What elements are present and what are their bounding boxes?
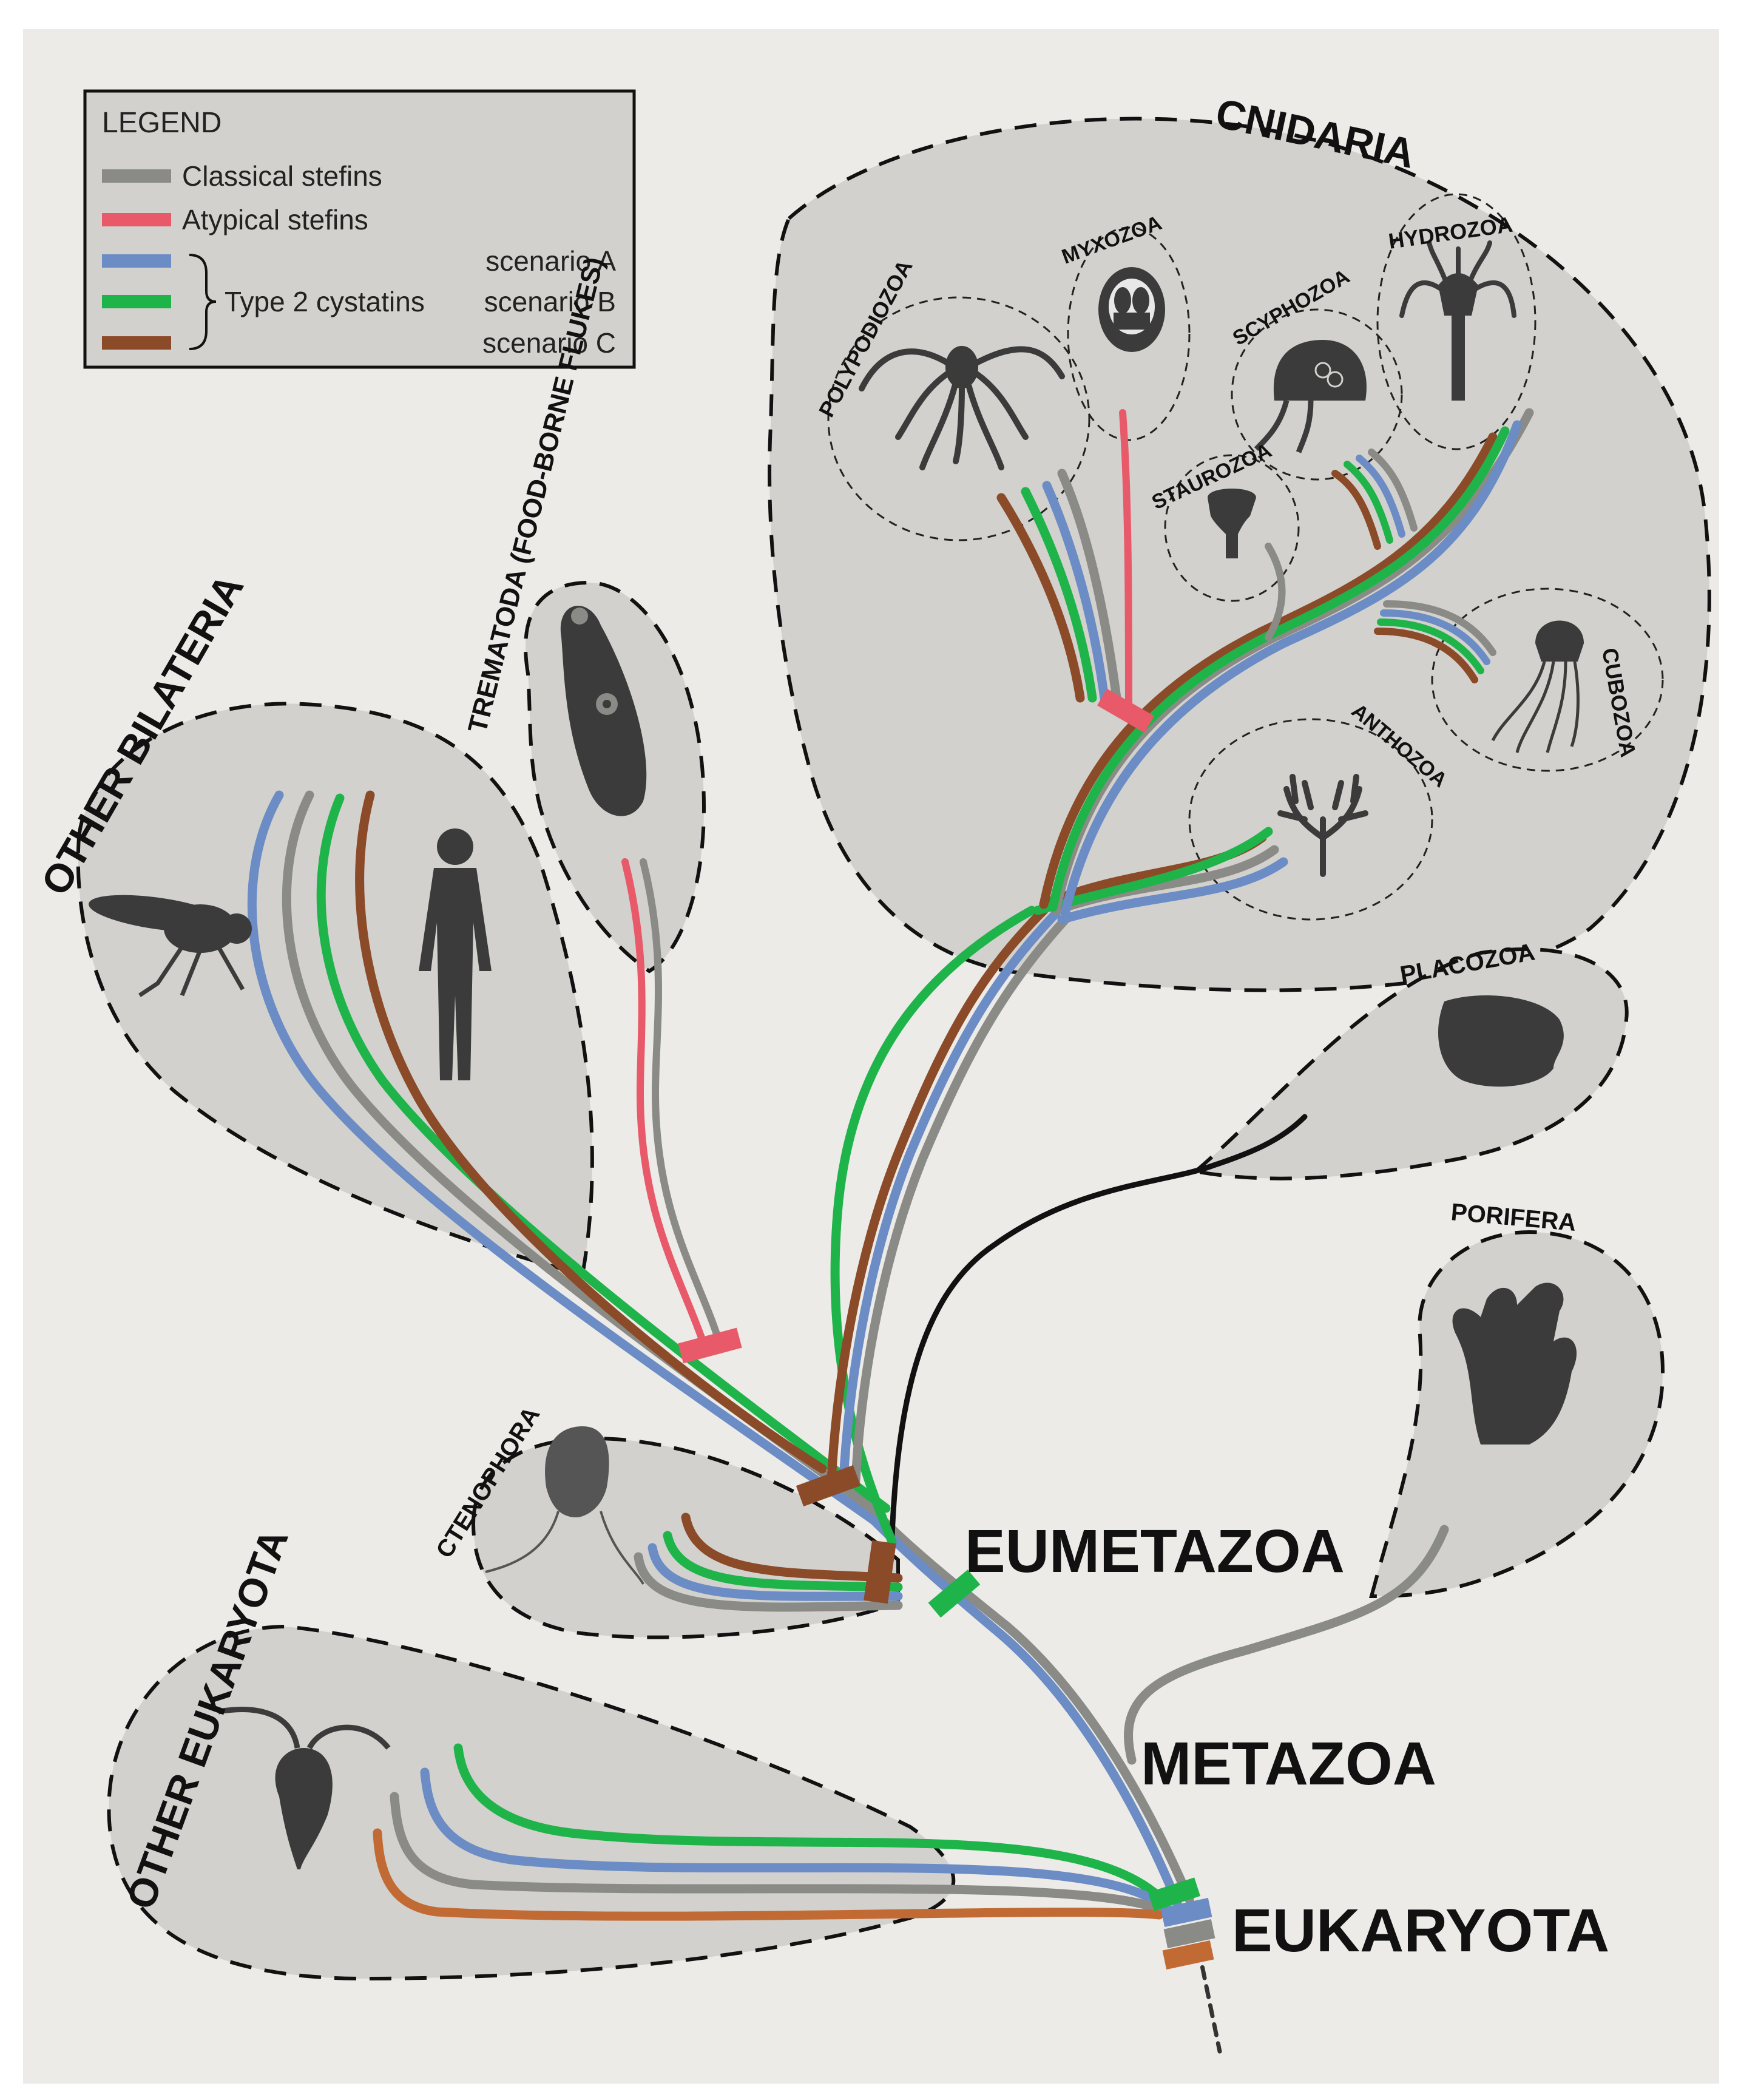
marker-cnidaria-c bbox=[796, 1465, 861, 1507]
marker-eukaryota-b bbox=[1148, 1877, 1200, 1911]
branch-bilateria-a bbox=[247, 790, 879, 1525]
fluke-icon bbox=[560, 605, 647, 816]
human-icon bbox=[419, 828, 492, 1080]
comb-jelly-icon bbox=[485, 1426, 644, 1585]
scyphozoa-outline bbox=[1231, 308, 1403, 481]
branch-scyphozoa-c bbox=[1331, 470, 1381, 550]
anthozoa-outline bbox=[1188, 718, 1433, 921]
branch-medusozoa-a bbox=[1060, 420, 1522, 918]
staurozoa-outline bbox=[1164, 454, 1300, 602]
branch-cnidaria-c bbox=[827, 906, 1049, 1486]
marker-ctenophora-c bbox=[864, 1540, 896, 1604]
branch-trematoda-classical bbox=[640, 858, 723, 1345]
stauromedusa-icon bbox=[1208, 489, 1256, 558]
box-jellyfish-icon bbox=[1491, 620, 1584, 753]
tree-branches bbox=[247, 408, 1534, 2054]
placozoa-icon bbox=[1438, 995, 1564, 1087]
polypodiozoa-outline bbox=[827, 296, 1090, 541]
root-branch bbox=[1196, 1946, 1222, 2054]
silhouettes bbox=[89, 240, 1584, 1869]
branch-polypodiozoa-b bbox=[1021, 487, 1097, 703]
branch-eukaryota-classical bbox=[390, 1792, 1164, 1914]
marker-eumetazoa-b bbox=[928, 1570, 981, 1618]
branch-scyphozoa-b bbox=[1344, 461, 1393, 544]
myxozoa-outline bbox=[1067, 226, 1191, 441]
branch-ctenophora-c bbox=[681, 1512, 903, 1583]
event-markers bbox=[678, 688, 1215, 1970]
legend-brace bbox=[189, 254, 217, 350]
cnidaria-subgroups bbox=[827, 193, 1664, 921]
branch-trematoda-atypical bbox=[621, 858, 708, 1348]
branch-eukaryota-a bbox=[420, 1767, 1164, 1908]
fly-icon bbox=[89, 895, 252, 997]
branch-anthozoa-a bbox=[1057, 857, 1288, 924]
branch-bilateria-c bbox=[355, 790, 827, 1474]
legend: LEGEND Classical stefins Atypical stefin… bbox=[83, 89, 636, 369]
branch-myxozoa-atypical bbox=[1119, 409, 1132, 720]
protist-icon bbox=[218, 1707, 391, 1869]
cubozoa-outline bbox=[1431, 588, 1664, 772]
node-eumetazoa: EUMETAZOA bbox=[965, 1517, 1345, 1585]
legend-label-scenario-a: scenario A bbox=[485, 245, 616, 277]
branch-staurozoa bbox=[1265, 543, 1286, 641]
branch-ctenophora-classical bbox=[634, 1552, 903, 1612]
hydrozoa-outline bbox=[1376, 193, 1536, 450]
branch-cubozoa-a bbox=[1380, 609, 1490, 665]
trunk-scenario-a bbox=[869, 1516, 1182, 1908]
legend-label-classical: Classical stefins bbox=[182, 160, 382, 192]
sponge-icon bbox=[1452, 1282, 1577, 1445]
branch-bilateria-b bbox=[316, 793, 891, 1513]
legend-label-type2: Type 2 cystatins bbox=[225, 286, 425, 317]
marker-myxozoa-atypical bbox=[1097, 688, 1154, 733]
legend-label-scenario-c: scenario C bbox=[482, 327, 616, 359]
legend-label-scenario-b: scenario B bbox=[484, 286, 616, 317]
branch-eukaryota-c bbox=[373, 1828, 1164, 1921]
jellyfish-icon bbox=[859, 346, 1065, 470]
branch-cnidaria-classical bbox=[851, 912, 1073, 1486]
node-metazoa: METAZOA bbox=[1141, 1730, 1436, 1798]
branch-polypodiozoa-classical bbox=[1057, 469, 1121, 703]
node-eukaryota: EUKARYOTA bbox=[1232, 1897, 1609, 1965]
branch-cubozoa-c bbox=[1374, 628, 1478, 683]
branch-eukaryota-b bbox=[453, 1743, 1164, 1902]
branch-scyphozoa-classical bbox=[1368, 449, 1418, 532]
branch-cnidaria-a bbox=[839, 909, 1061, 1486]
legend-box bbox=[83, 89, 636, 369]
marker-eukaryota-classical bbox=[1163, 1919, 1215, 1948]
hydroid-icon bbox=[1399, 240, 1516, 401]
branch-cnidaria-b bbox=[830, 906, 1036, 1546]
marker-eukaryota-a bbox=[1160, 1898, 1212, 1927]
legend-title: LEGEND bbox=[102, 107, 221, 139]
branch-medusozoa-c bbox=[1039, 432, 1498, 909]
legend-label-atypical: Atypical stefins bbox=[182, 204, 368, 235]
marker-trematoda-atypical bbox=[678, 1327, 742, 1364]
branch-ctenophora-b bbox=[663, 1531, 903, 1592]
marker-eukaryota-c bbox=[1162, 1940, 1214, 1970]
branch-placozoa bbox=[889, 1114, 1308, 1539]
myxozoa-spore-icon bbox=[1098, 267, 1165, 352]
cnidaria-blob bbox=[768, 117, 1711, 992]
branch-cubozoa-classical bbox=[1383, 600, 1496, 656]
branch-cubozoa-b bbox=[1377, 618, 1484, 674]
branch-scyphozoa-a bbox=[1356, 455, 1405, 538]
trunk-classical bbox=[875, 1512, 1194, 1905]
branch-porifera bbox=[1124, 1525, 1449, 1765]
node-labels: EUMETAZOA METAZOA EUKARYOTA bbox=[965, 1517, 1609, 1965]
branch-polypodiozoa-a bbox=[1042, 481, 1109, 703]
coral-icon bbox=[1277, 774, 1368, 877]
branch-polypodiozoa-c bbox=[996, 493, 1085, 703]
branch-ctenophora-a bbox=[647, 1543, 903, 1601]
scyphozoa-medusa-icon bbox=[1254, 340, 1367, 453]
